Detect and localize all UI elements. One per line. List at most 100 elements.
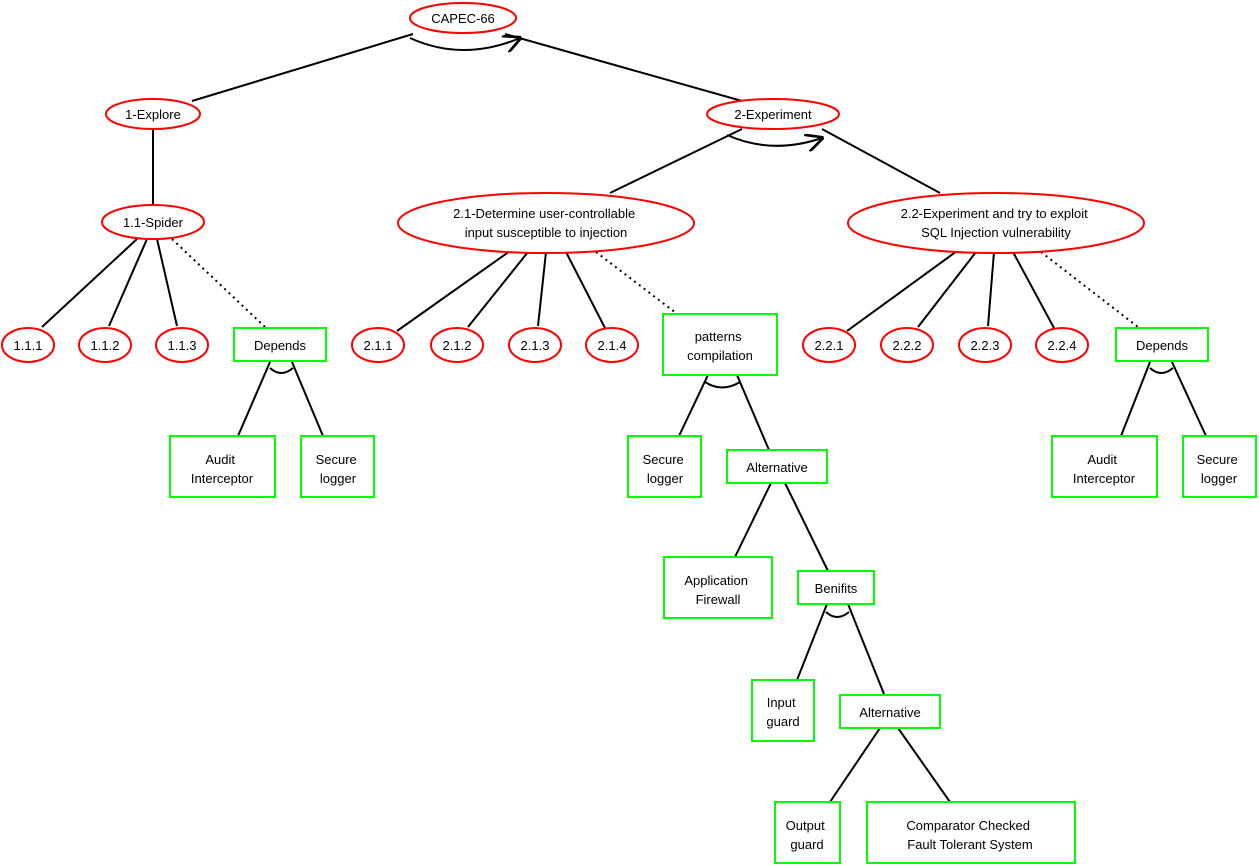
edge-spider-depends — [171, 238, 266, 328]
leaf-2-2-4[interactable]: 2.2.4 — [1035, 327, 1089, 363]
edge-spider-1-1-2 — [108, 238, 148, 327]
defense-label-line: patterns — [695, 329, 742, 344]
edge-exploit-2-2-1 — [846, 250, 958, 332]
defense-label: Audit Interceptor — [1073, 452, 1136, 486]
leaf-2-1-1[interactable]: 2.1.1 — [351, 327, 405, 363]
defense-alternative-2[interactable]: Alternative — [839, 694, 941, 729]
defense-depends-right[interactable]: Depends — [1115, 327, 1209, 362]
defense-label-line: Input — [767, 695, 796, 710]
defense-input-guard[interactable]: Input guard — [751, 679, 815, 742]
defense-secure-logger-mid[interactable]: Secure logger — [627, 435, 702, 498]
defense-label: Audit Interceptor — [191, 452, 254, 486]
defense-audit-interceptor-left[interactable]: Audit Interceptor — [169, 435, 276, 498]
edge-depends-audit — [237, 361, 271, 437]
edge-determine-2-1-4 — [565, 251, 606, 329]
defense-label-line: Secure — [1197, 452, 1238, 467]
defense-application-firewall[interactable]: Application Firewall — [663, 556, 773, 619]
edge-benifits-input — [796, 603, 828, 681]
leaf-label: 2.1.1 — [364, 338, 393, 353]
defense-output-guard[interactable]: Output guard — [774, 801, 841, 864]
defense-label: Alternative — [859, 705, 920, 720]
edge-exploit-2-2-3 — [987, 251, 995, 327]
defense-label: Secure logger — [1197, 452, 1242, 486]
defense-label: patterns compilation — [687, 329, 753, 363]
leaf-label: 1.1.1 — [14, 338, 43, 353]
leaf-2-1-2[interactable]: 2.1.2 — [430, 327, 484, 363]
operator-arcs — [269, 38, 1174, 618]
defense-label-line: logger — [1201, 471, 1238, 486]
edge-root-experiment — [504, 33, 743, 102]
node-label: 1.1-Spider — [123, 215, 184, 230]
node-label: 1-Explore — [125, 107, 181, 122]
defense-depends-left[interactable]: Depends — [233, 327, 327, 362]
node-label: CAPEC-66 — [431, 11, 495, 26]
defense-label-line: Audit — [205, 452, 235, 467]
edge-spider-1-1-1 — [41, 238, 138, 328]
defense-audit-interceptor-right[interactable]: Audit Interceptor — [1051, 435, 1158, 498]
defense-label: Comparator Checked Fault Tolerant System — [906, 818, 1033, 852]
defense-comparator-checked[interactable]: Comparator Checked Fault Tolerant System — [866, 801, 1076, 864]
and-arc-depends-left — [269, 367, 294, 374]
defense-label-line: Application — [684, 573, 748, 588]
node-label: 2.1-Determine user-controllable input su… — [453, 206, 639, 240]
edge-determine-2-1-3 — [537, 251, 547, 327]
leaf-2-1-3[interactable]: 2.1.3 — [508, 327, 562, 363]
leaf-1-1-2[interactable]: 1.1.2 — [78, 327, 132, 363]
defense-benifits[interactable]: Benifits — [797, 570, 875, 605]
and-arc-depends-right — [1149, 367, 1174, 374]
edge-exploit-2-2-2 — [917, 251, 977, 328]
leaf-label: 2.1.2 — [443, 338, 472, 353]
defense-alternative-1[interactable]: Alternative — [726, 449, 828, 484]
leaf-2-2-1[interactable]: 2.2.1 — [802, 327, 856, 363]
defense-patterns-compilation[interactable]: patterns compilation — [662, 313, 778, 376]
leaf-label: 2.2.2 — [893, 338, 922, 353]
node-explore[interactable]: 1-Explore — [105, 98, 201, 130]
defense-label: Alternative — [746, 460, 807, 475]
node-exploit[interactable]: 2.2-Experiment and try to exploit SQL In… — [847, 192, 1145, 254]
leaf-2-2-3[interactable]: 2.2.3 — [958, 327, 1012, 363]
edge-exploit-2-2-4 — [1012, 251, 1055, 329]
node-experiment[interactable]: 2-Experiment — [706, 98, 840, 130]
defense-secure-logger-right[interactable]: Secure logger — [1182, 435, 1257, 498]
edges — [41, 33, 1207, 803]
defense-label-line: Secure — [643, 452, 684, 467]
defense-label-line: Interceptor — [1073, 471, 1136, 486]
defense-label-line: Comparator Checked — [906, 818, 1030, 833]
leaf-1-1-3[interactable]: 1.1.3 — [155, 327, 209, 363]
node-capec-66[interactable]: CAPEC-66 — [409, 2, 517, 34]
edge-alternative-firewall — [734, 482, 772, 558]
edge-alternative2-output — [829, 727, 881, 803]
edge-depends-right-audit — [1120, 361, 1151, 437]
defense-label-line: guard — [766, 714, 799, 729]
defense-label: Secure logger — [316, 452, 361, 486]
defense-secure-logger-left[interactable]: Secure logger — [300, 435, 375, 498]
defense-label: Benifits — [815, 581, 858, 596]
defense-label-line: Fault Tolerant System — [907, 837, 1032, 852]
defense-label-line: logger — [320, 471, 357, 486]
defense-label: Depends — [254, 338, 307, 353]
attack-nodes: CAPEC-66 1-Explore 2-Experiment 1.1-Spid… — [1, 2, 1145, 363]
edge-determine-2-1-1 — [396, 250, 511, 332]
defense-label-line: Secure — [316, 452, 357, 467]
defense-nodes: Depends Audit Interceptor Secure logger … — [169, 313, 1257, 864]
edge-determine-patterns — [595, 251, 677, 314]
defense-label-line: Audit — [1087, 452, 1117, 467]
node-spider[interactable]: 1.1-Spider — [101, 204, 205, 240]
edge-patterns-alternative — [736, 374, 770, 451]
leaf-2-2-2[interactable]: 2.2.2 — [880, 327, 934, 363]
node-label-line: SQL Injection vulnerability — [921, 225, 1071, 240]
defense-label: Secure logger — [643, 452, 688, 486]
leaf-label: 2.2.4 — [1048, 338, 1077, 353]
edge-determine-2-1-2 — [467, 251, 529, 328]
leaf-label: 1.1.2 — [91, 338, 120, 353]
sequence-arc-root — [409, 38, 520, 50]
node-label-line: 2.1-Determine user-controllable — [453, 206, 635, 221]
defense-label-line: Interceptor — [191, 471, 254, 486]
defense-label-line: Output — [786, 818, 825, 833]
leaf-1-1-1[interactable]: 1.1.1 — [1, 327, 55, 363]
leaf-label: 2.1.3 — [521, 338, 550, 353]
defense-label: Application Firewall — [684, 573, 751, 607]
leaf-2-1-4[interactable]: 2.1.4 — [585, 327, 639, 363]
node-determine[interactable]: 2.1-Determine user-controllable input su… — [397, 192, 695, 254]
